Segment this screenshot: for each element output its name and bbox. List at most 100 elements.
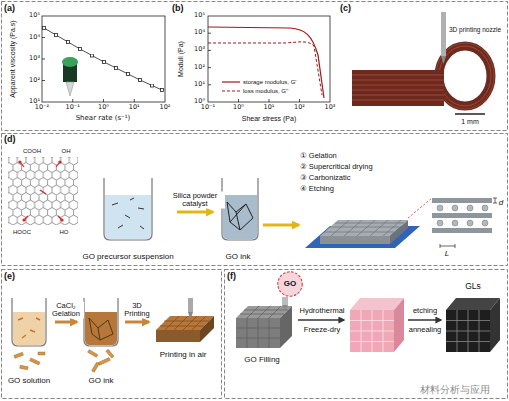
step-label: ③ Carbonizatic [300,174,351,182]
nozzle [282,297,288,305]
flake-sketch [30,358,40,365]
axis-tick: 10¹ [194,81,205,88]
flake-sketch [88,350,98,358]
axis-tick: 10² [160,104,171,111]
arrow-label: CaCl₂ Gelation [48,302,84,319]
beaker [222,178,258,240]
lattice-detail [440,198,497,248]
moduli-chart [208,16,330,102]
beaker [84,298,118,346]
filled-template [236,297,292,348]
nozzle [188,312,193,320]
beaker-stage: GO ink [214,172,262,262]
flake-sketch [38,352,45,355]
lattice-detail [452,205,458,211]
axis-tick: 10⁵ [29,12,40,19]
beaker [12,298,46,346]
nozzle [282,305,288,311]
callout-label: 3D printing nozzle [449,26,501,33]
panel-label: (f) [227,272,236,282]
axis-tick: 10⁴ [194,30,205,37]
flake-sketch [92,362,100,372]
scale-bar [455,113,485,115]
flake-sketch [14,349,114,372]
axis-tick: 10⁻¹ [66,104,80,111]
axis-tick: 10³ [29,55,40,62]
viscosity-chart [42,38,134,103]
axis-title: Shear stress (Pa) [242,115,296,123]
process-arrow [263,224,299,227]
lattice-detail [432,228,492,233]
printed-lattice [390,220,408,244]
axis-tick: 10¹ [129,104,140,111]
viscosity-chart [42,16,165,102]
legend-line [222,81,240,82]
beaker [89,318,113,340]
process-arrow [298,319,344,321]
moduli-chart [208,33,300,102]
beaker-stage: GO precursor suspension [80,172,176,262]
hydrogel-cube [394,298,404,352]
node-text: d [499,199,503,208]
flake-sketch [20,365,28,369]
printed-structure-photo [352,70,444,106]
scale-label: 1 mm [461,118,479,126]
axis-tick: 10⁵ [194,12,205,19]
axis-tick: 10⁴ [29,34,40,41]
filled-template [240,306,288,318]
step-label: ④ Etching [300,185,334,193]
panel-label: (b) [172,4,184,14]
material-bubble: GO [277,271,303,297]
axis-title: Shear rate (s⁻¹) [76,115,131,123]
process-arrow [408,319,441,321]
panel-label: (e) [4,272,15,282]
process-arrow [55,321,77,324]
printing-lattice [156,330,200,342]
beaker [18,318,40,338]
moduli-chart [208,27,324,98]
printing-lattice [156,298,214,342]
lattice-detail [482,220,488,226]
lattice-detail [467,220,473,226]
node-text: GO ink [89,377,114,386]
beaker [85,312,117,345]
legend-line [222,91,240,92]
process-label: Hydrothermal [299,307,344,315]
node-text: GO ink [226,253,251,262]
axis-tick: 10² [29,77,40,84]
axis-title: Apparent viscosity (Pa.s) [9,20,17,97]
axis-title: Moduli (Pa) [177,41,185,77]
watermark: 材料分析与应用 [420,384,490,395]
legend-entry: loss modulus, G'' [243,88,288,95]
hydrogel-cube [350,310,394,352]
graphene-lattice-cube [446,310,490,352]
panel-frame [2,270,222,399]
graphene-oxide-structure [8,157,78,225]
panel-frame [225,270,508,399]
beaker [12,298,46,346]
node-text: GO solution [8,377,50,386]
axis-tick: 10⁰ [98,104,109,111]
node-text: GO [284,280,296,289]
syringe-photo [62,57,78,96]
step-label: ② Supercritical drying [300,163,373,171]
printing-stage: Printing in air [150,292,216,360]
flake-sketch [98,358,110,366]
nozzle [441,12,446,56]
chemical-group: HOOC [13,229,31,236]
hydrogel-cube [350,310,394,352]
panel-frame [2,134,508,266]
printed-lattice [324,220,404,236]
hydrogel-cube [350,298,404,352]
lattice-detail [432,198,492,203]
node-text: Printing in air [160,351,207,360]
graphene-lattice-cube [490,298,500,352]
axis-tick: 10³ [325,104,336,111]
chemical-group: OH [62,148,71,155]
printed-lattice [408,198,432,218]
printed-lattice [320,236,390,244]
lattice-detail [437,205,488,226]
lattice-detail [437,205,443,211]
